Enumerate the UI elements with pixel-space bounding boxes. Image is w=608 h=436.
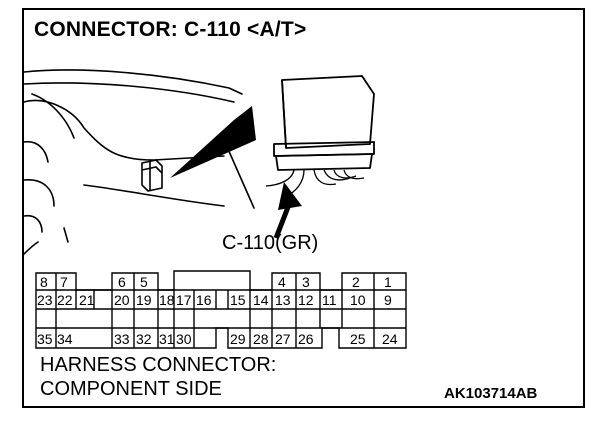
- pin-label: 3: [302, 274, 310, 290]
- dashboard-drawing: [24, 69, 255, 255]
- pin-label: 25: [350, 331, 366, 347]
- pin-label: 19: [136, 292, 152, 308]
- component-side-label: COMPONENT SIDE: [40, 378, 222, 400]
- pin-label: 6: [118, 274, 126, 290]
- pin-label: 15: [230, 292, 246, 308]
- pin-label: 12: [298, 292, 314, 308]
- pin-label: 33: [114, 331, 130, 347]
- pin-label: 30: [176, 331, 192, 347]
- pin-label: 4: [278, 274, 286, 290]
- pin-label: 10: [350, 292, 366, 308]
- pin-label: 7: [60, 274, 68, 290]
- wire-harness: [265, 169, 365, 197]
- pin-label: 29: [230, 331, 246, 347]
- pin-label: 2: [352, 274, 360, 290]
- pin-label: 11: [322, 292, 337, 308]
- pin-label: 18: [159, 292, 175, 308]
- pin-label: 34: [57, 331, 73, 347]
- pin-label: 22: [57, 292, 73, 308]
- harness-connector-label: HARNESS CONNECTOR:: [40, 354, 277, 376]
- illustration: 8 7 6 5 4 3 2 1 23 22 21 20 19 18 17 16 …: [24, 69, 407, 349]
- leader-wedge: [170, 106, 256, 178]
- connector-pin-grid: [35, 270, 407, 349]
- pin-label: 35: [37, 331, 53, 347]
- pin-labels: 8 7 6 5 4 3 2 1 23 22 21 20 19 18 17 16 …: [37, 274, 398, 347]
- pin-label: 14: [253, 292, 269, 308]
- pin-label: 13: [275, 292, 291, 308]
- pin-label: 23: [37, 292, 53, 308]
- pin-label: 16: [196, 292, 212, 308]
- pin-label: 28: [253, 331, 269, 347]
- connector-title: CONNECTOR: C-110 <A/T>: [34, 18, 307, 41]
- pin-label: 17: [176, 292, 192, 308]
- pin-label: 20: [114, 292, 130, 308]
- pin-label: 9: [384, 292, 392, 308]
- pin-label: 5: [140, 274, 148, 290]
- pin-label: 32: [136, 331, 152, 347]
- pin-label: 26: [298, 331, 314, 347]
- pin-label: 1: [384, 274, 392, 290]
- pin-label: 27: [275, 331, 291, 347]
- pin-label: 21: [79, 292, 95, 308]
- diagram-frame: 8 7 6 5 4 3 2 1 23 22 21 20 19 18 17 16 …: [22, 8, 585, 408]
- connector-callout-label: C-110(GR): [222, 232, 319, 254]
- dash-connector: [141, 159, 163, 192]
- pin-label: 31: [159, 331, 175, 347]
- callout-arrow: [273, 182, 302, 239]
- pin-label: 8: [40, 274, 48, 290]
- pin-label: 24: [382, 331, 398, 347]
- figure-code: AK103714AB: [444, 385, 538, 402]
- ecu-module: [273, 75, 375, 171]
